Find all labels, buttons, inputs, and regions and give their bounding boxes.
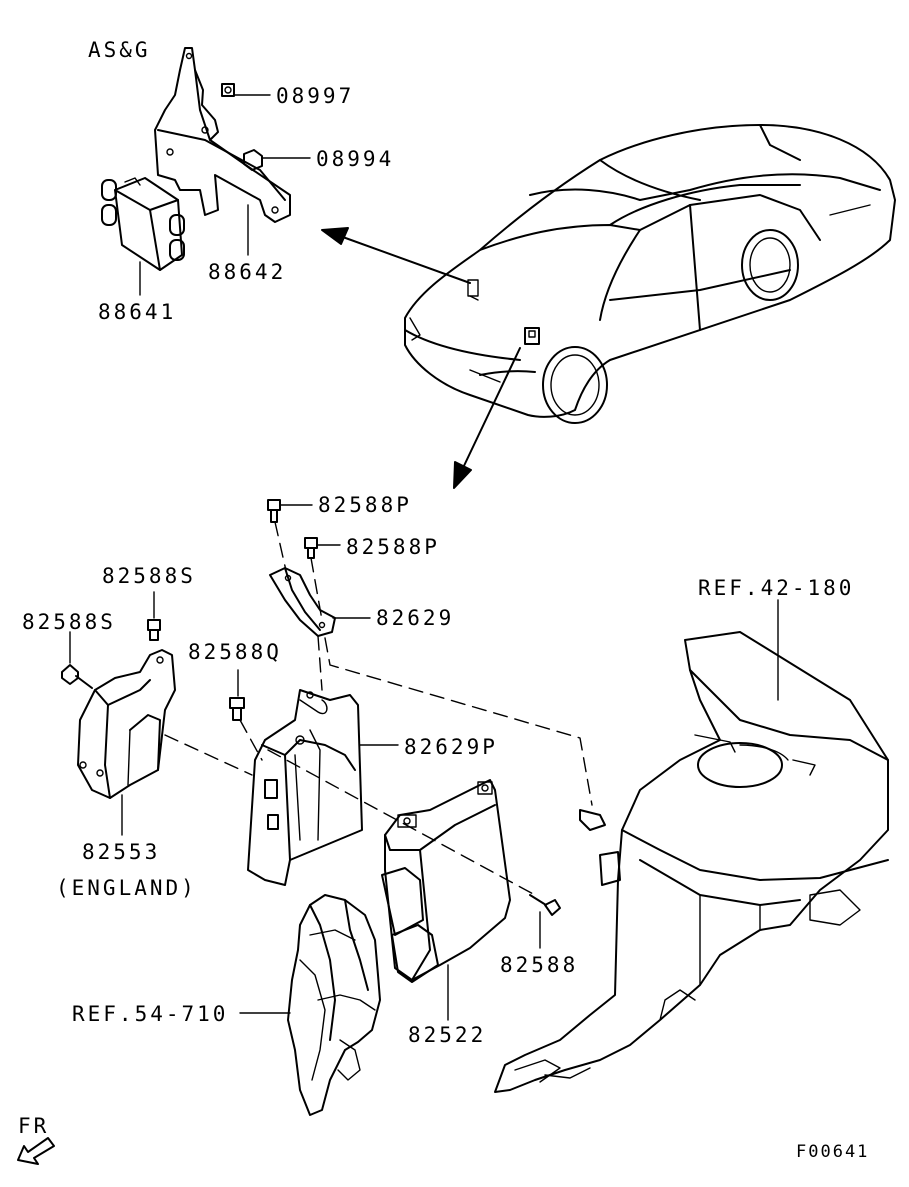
part-label-88641: 88641 — [98, 300, 177, 324]
part-label-08994: 08994 — [316, 147, 395, 171]
module-88641 — [101, 177, 185, 271]
part-label-82522: 82522 — [408, 1023, 487, 1047]
ecu-82522 — [267, 749, 561, 1021]
part-label-88642: 88642 — [208, 260, 287, 284]
part-label-82588S-upper: 82588S — [102, 564, 196, 588]
figure-code: F00641 — [796, 1142, 870, 1162]
part-label-82553: 82553 — [82, 840, 161, 864]
label-asg: AS&G — [88, 38, 151, 62]
vehicle-body-panel — [494, 599, 889, 1093]
part-label-82588P-upper: 82588P — [318, 493, 412, 517]
part-note-england: (ENGLAND) — [56, 876, 197, 900]
car-illustration — [404, 124, 896, 424]
ref-label-42-180: REF.42-180 — [698, 576, 855, 600]
bracket-82629P — [229, 669, 399, 886]
callout-arrows — [321, 227, 521, 489]
mount-dashed-lines — [317, 635, 593, 806]
leader-lines-top — [139, 94, 311, 296]
sensor-82553 — [61, 591, 253, 836]
part-label-82588P-lower: 82588P — [346, 535, 440, 559]
bracket-82629 — [267, 499, 371, 637]
part-label-82588: 82588 — [500, 953, 579, 977]
ref-label-54-710: REF.54-710 — [72, 1002, 229, 1026]
part-label-82629P: 82629P — [404, 735, 498, 759]
wiring-harness — [239, 894, 381, 1116]
part-label-82588Q: 82588Q — [188, 640, 282, 664]
front-label: FR — [18, 1114, 50, 1138]
front-direction-arrow — [17, 1137, 55, 1165]
part-label-08997: 08997 — [276, 84, 355, 108]
part-label-82629: 82629 — [376, 606, 455, 630]
bracket-88642 — [154, 47, 291, 223]
part-label-82588S-lower: 82588S — [22, 610, 116, 634]
